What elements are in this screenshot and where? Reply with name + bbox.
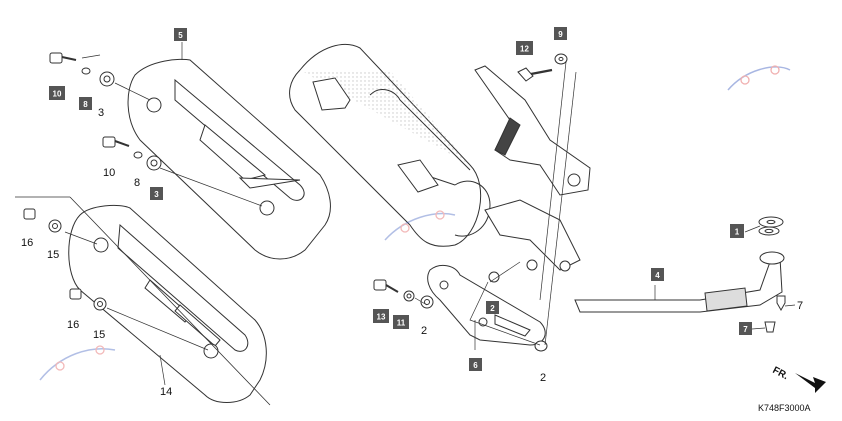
callout-1: 1 xyxy=(730,224,744,238)
callout-12: 12 xyxy=(516,41,533,55)
svg-text:5: 5 xyxy=(178,31,183,40)
watermark-logo-icon xyxy=(727,65,791,91)
callout-5: 5 xyxy=(174,28,187,41)
callout-3b: 3 xyxy=(150,187,163,200)
callout-10b: 10 xyxy=(103,167,115,179)
callout-15b: 15 xyxy=(93,329,105,341)
callout-2a: 2 xyxy=(486,301,499,314)
callout-4: 4 xyxy=(651,268,664,281)
mounting-bracket xyxy=(474,65,591,272)
svg-text:13: 13 xyxy=(377,313,386,322)
fasteners xyxy=(23,52,786,352)
svg-text:10: 10 xyxy=(53,90,62,99)
watermark-logo-icon xyxy=(39,345,116,381)
callout-15a: 15 xyxy=(47,249,59,261)
callout-8a: 8 xyxy=(79,97,92,110)
callout-2b: 2 xyxy=(421,325,427,337)
svg-text:9: 9 xyxy=(558,30,563,39)
callout-16b: 16 xyxy=(67,319,79,331)
callout-6: 6 xyxy=(469,358,482,371)
callout-7b: 7 xyxy=(739,322,752,335)
leader-lines xyxy=(64,42,796,386)
callout-11: 11 xyxy=(393,315,409,329)
svg-text:2: 2 xyxy=(490,304,495,313)
callout-10a: 10 xyxy=(49,86,65,100)
callout-14: 14 xyxy=(160,386,172,398)
watermark-logo-icon xyxy=(384,210,456,241)
callout-9: 9 xyxy=(554,27,567,40)
svg-text:1: 1 xyxy=(735,228,740,237)
front-direction-arrow: FR. xyxy=(771,365,826,393)
svg-text:FR.: FR. xyxy=(771,365,791,382)
svg-text:3: 3 xyxy=(154,190,159,199)
svg-text:7: 7 xyxy=(743,325,748,334)
callout-16a: 16 xyxy=(21,237,33,249)
svg-text:8: 8 xyxy=(83,100,88,109)
svg-text:12: 12 xyxy=(520,45,529,54)
muffler-body xyxy=(289,44,491,247)
diagram-code: K748F3000A xyxy=(758,403,811,413)
leader-frame xyxy=(15,196,271,406)
exhaust-pipe xyxy=(574,226,785,313)
callout-8b: 8 xyxy=(134,177,140,189)
heat-protector-upper xyxy=(127,58,331,260)
svg-text:4: 4 xyxy=(655,271,660,280)
callout-7a: 7 xyxy=(797,300,803,312)
heat-protector-lower xyxy=(68,204,267,403)
svg-text:6: 6 xyxy=(473,361,478,370)
callout-3a: 3 xyxy=(98,107,104,119)
callout-13: 13 xyxy=(373,309,389,323)
callout-2c: 2 xyxy=(540,372,546,384)
svg-text:11: 11 xyxy=(397,319,406,328)
